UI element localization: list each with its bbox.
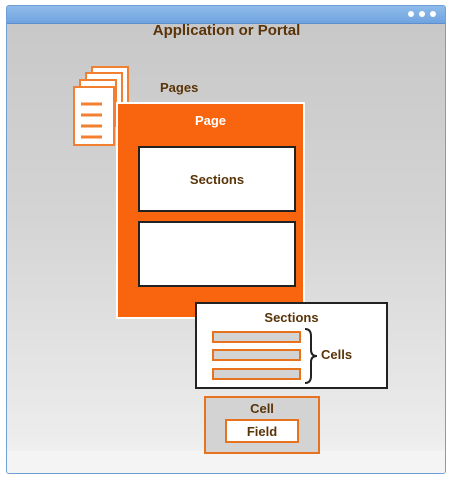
menu-dot	[419, 11, 425, 17]
pages-label: Pages	[160, 80, 199, 95]
empty-section-box	[138, 221, 296, 287]
sections-label: Sections	[264, 310, 319, 325]
cell-box: Cell Field	[204, 396, 320, 454]
inner-sections-box: Sections	[138, 146, 296, 212]
page-title: Page	[194, 113, 227, 128]
field-box: Field	[225, 419, 299, 443]
page-box: Page Sections	[116, 102, 305, 319]
cell-bar	[212, 331, 301, 343]
cell-bar	[212, 349, 301, 361]
cell-bar	[212, 368, 301, 380]
field-label: Field	[246, 424, 278, 439]
sections-box: Sections Cells	[195, 302, 388, 389]
three-dots-icon[interactable]	[408, 11, 436, 17]
inner-sections-label: Sections	[189, 172, 245, 187]
menu-dot	[430, 11, 436, 17]
stacked-documents-icon	[73, 66, 129, 146]
window-titlebar	[7, 6, 445, 24]
cells-label: Cells	[321, 347, 353, 362]
curly-brace-icon	[304, 328, 318, 384]
menu-dot	[408, 11, 414, 17]
window-bottom-strip	[7, 451, 445, 473]
cell-label: Cell	[250, 401, 274, 416]
app-title: Application or Portal	[152, 22, 301, 39]
